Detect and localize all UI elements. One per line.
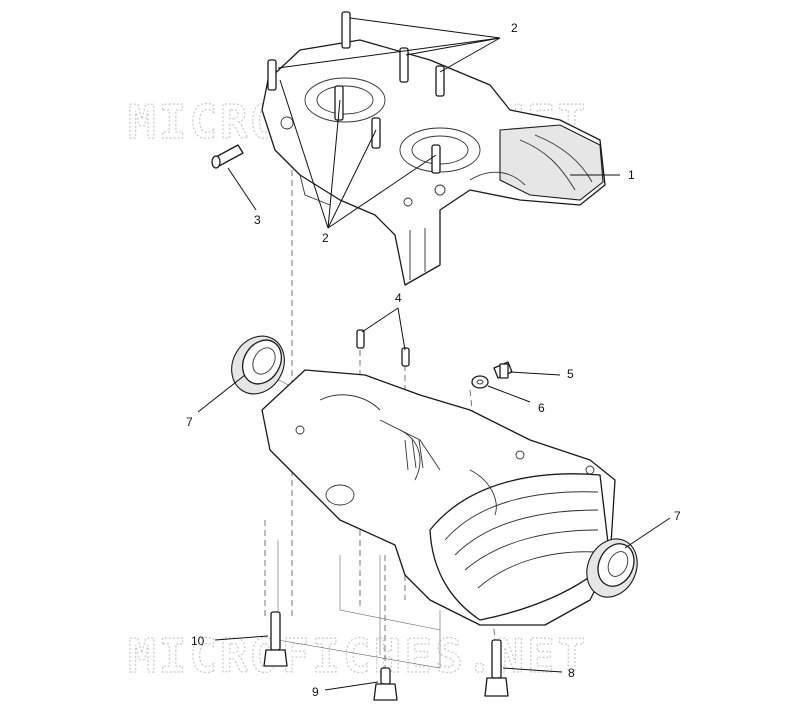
callout-washer-6: 6 xyxy=(538,401,545,415)
callout-stud-mid: 2 xyxy=(322,231,329,245)
callout-bolt-8: 8 xyxy=(568,666,575,680)
studs xyxy=(267,11,445,174)
oil-seal-right xyxy=(586,538,638,598)
leader-lines xyxy=(197,17,671,691)
lower-crankcase xyxy=(261,369,616,626)
callout-stud-top: 2 xyxy=(511,21,518,35)
reference-box xyxy=(277,540,441,669)
bolt-10 xyxy=(263,611,288,667)
callout-bolt-10: 10 xyxy=(191,634,205,648)
washer-6 xyxy=(471,375,489,389)
screw-3 xyxy=(211,144,244,169)
bolt-8 xyxy=(484,639,509,697)
callout-bolt-9: 9 xyxy=(312,685,319,699)
dowel-pins xyxy=(356,329,410,367)
oil-seal-left xyxy=(231,335,285,395)
watermark-bottom: MICROFICHES.NET xyxy=(128,629,588,683)
bolt-5 xyxy=(493,361,513,379)
callout-crankcase-upper: 1 xyxy=(628,168,635,182)
bolt-9 xyxy=(373,667,398,701)
callout-bolt-5: 5 xyxy=(567,367,574,381)
callout-dowel-pin: 4 xyxy=(395,291,402,305)
callout-oil-seal-left: 7 xyxy=(186,415,193,429)
callout-screw: 3 xyxy=(254,213,261,227)
callout-oil-seal-right: 7 xyxy=(674,509,681,523)
